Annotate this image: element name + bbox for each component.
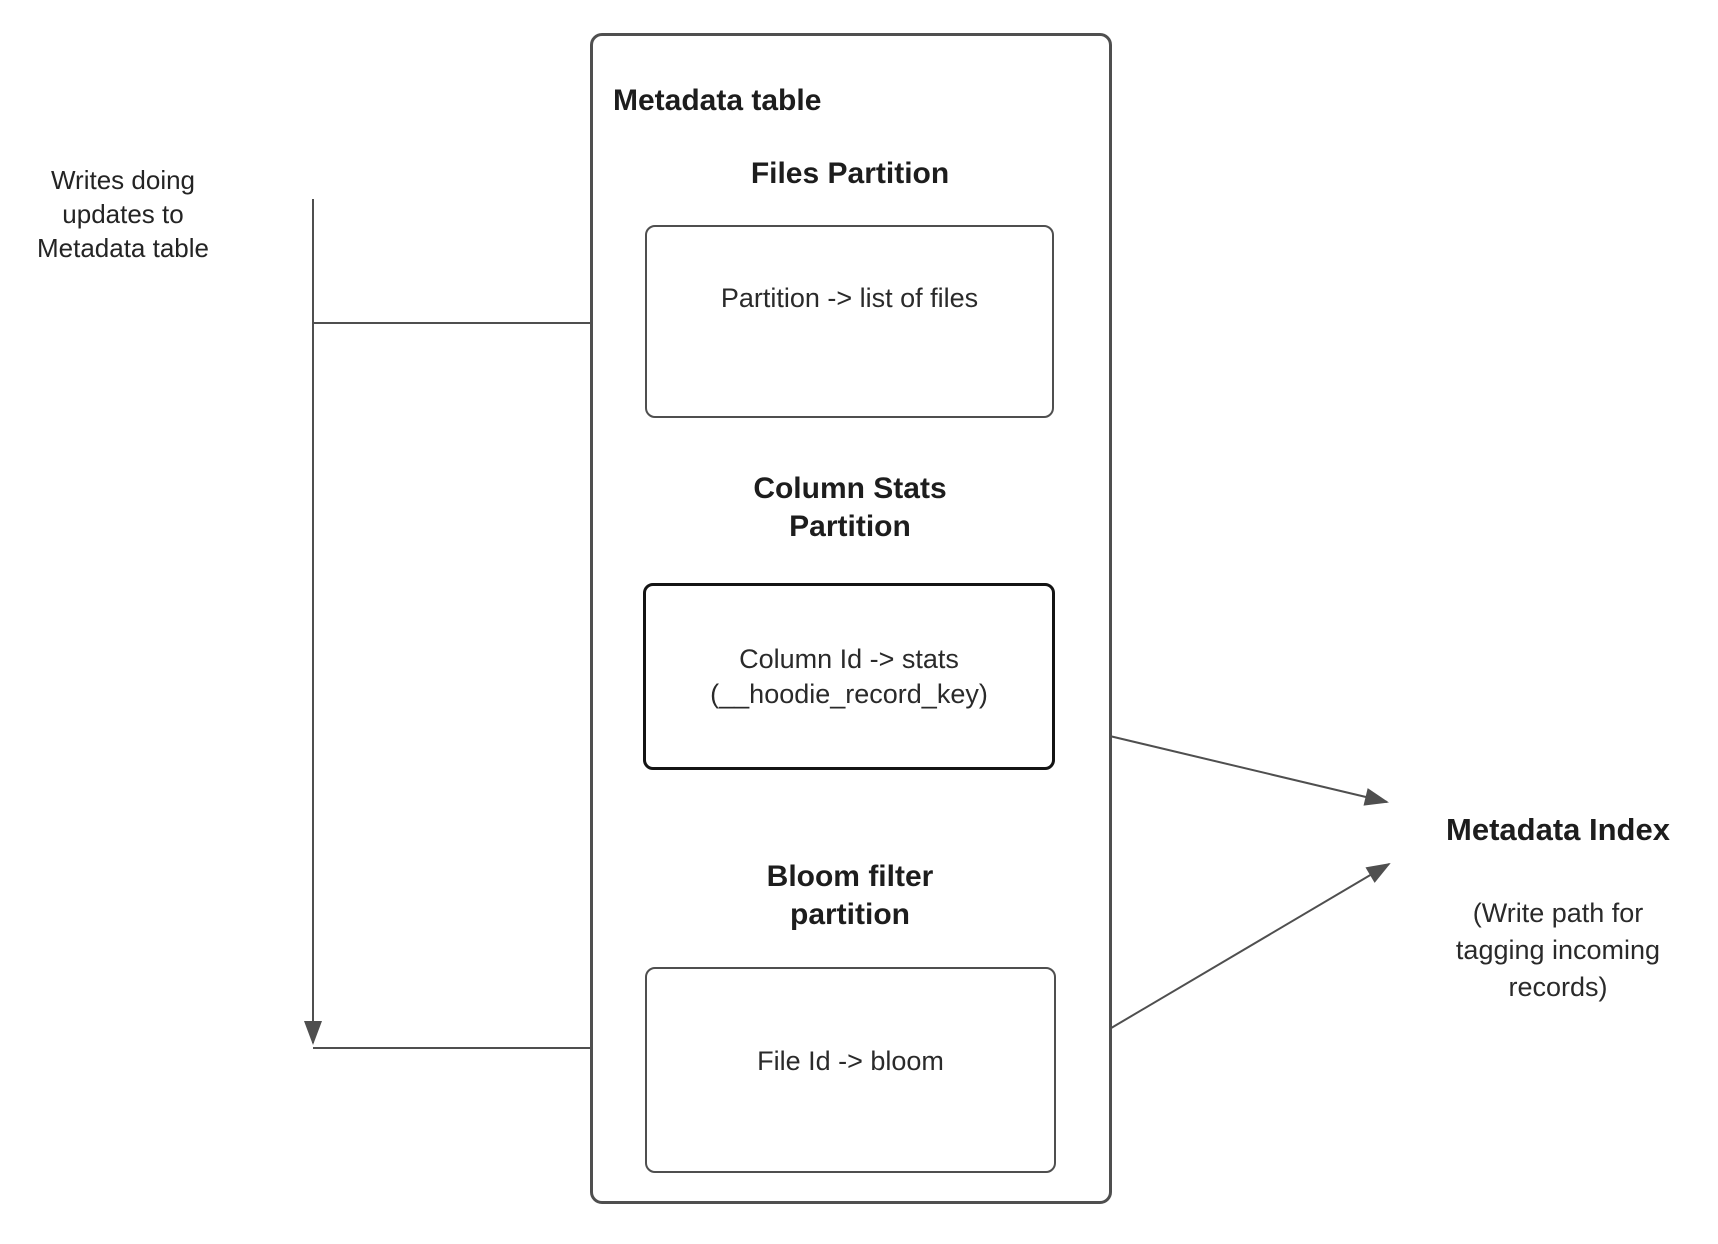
bloom-filter-heading: Bloom filter partition: [766, 860, 934, 931]
writes-note: Writes doing updates to Metadata table: [36, 165, 209, 263]
files-partition-box: Partition -> list of files: [645, 225, 1054, 418]
metadata-index-title: Metadata Index: [1446, 812, 1670, 847]
metadata-index-subtitle: (Write path for tagging incoming records…: [1455, 898, 1661, 1002]
bloom-filter-mapping: File Id -> bloom: [757, 1045, 944, 1076]
column-stats-mapping: Column Id -> stats (__hoodie_record_key): [710, 643, 988, 709]
column-stats-heading: Column Stats Partition: [753, 472, 947, 543]
metadata-table-title: Metadata table: [613, 84, 822, 117]
files-partition-heading: Files Partition: [750, 157, 950, 190]
column-stats-box: Column Id -> stats (__hoodie_record_key): [643, 583, 1055, 770]
bloom-filter-box: File Id -> bloom: [645, 967, 1056, 1173]
files-partition-mapping: Partition -> list of files: [720, 283, 979, 313]
